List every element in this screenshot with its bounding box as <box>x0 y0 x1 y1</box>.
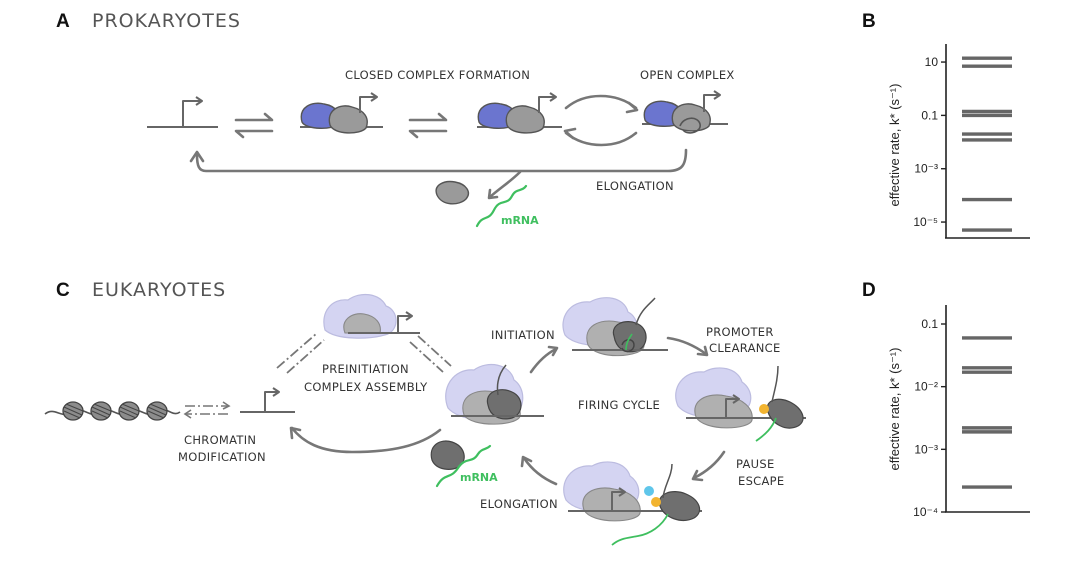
chromatin-label-line1: CHROMATIN <box>184 433 256 447</box>
chromatin-equilibrium-arrows <box>183 401 231 419</box>
panel-d-tick-label: 0.1 <box>921 317 938 331</box>
panel-d-y-axis-label: effective rate, k* (s⁻¹) <box>887 348 902 471</box>
nucleosome <box>146 401 168 421</box>
panel-a-letter: A <box>56 11 70 32</box>
promoter-clearance-line1: PROMOTER <box>706 325 774 339</box>
prokaryote-mrna-label: mRNA <box>501 214 539 227</box>
panel-d: D effective rate, k* (s⁻¹) 0.1 10⁻² 10⁻³ 10… <box>862 280 1030 519</box>
preinitiation-label-line2: COMPLEX ASSEMBLY <box>304 380 428 394</box>
panel-d-rate-lines <box>962 336 1012 489</box>
initiated-complex <box>562 297 668 357</box>
escaping-complex <box>563 461 702 546</box>
initiation-arrow <box>529 347 558 374</box>
dna-bubble <box>679 117 701 134</box>
rna-polymerase <box>328 105 368 134</box>
eukaryote-mrna-strand <box>435 444 492 488</box>
pause-factor <box>759 404 769 414</box>
panel-d-tick-label: 10⁻³ <box>914 442 938 456</box>
eukaryote-elongation-arrow <box>522 456 558 486</box>
panel-d-tick-label: 10⁻² <box>914 380 938 394</box>
free-promoter <box>147 96 218 128</box>
eukaryote-elongation-label: ELONGATION <box>480 497 558 511</box>
panel-d-tick-label: 10⁻⁴ <box>913 505 938 519</box>
eukaryote-mrna-label: mRNA <box>460 471 498 484</box>
panel-d-ticks: 0.1 10⁻² 10⁻³ 10⁻⁴ <box>913 317 946 519</box>
assembly-arrows-left <box>276 333 325 374</box>
promoter-arrowhead <box>195 96 203 106</box>
equilibrium-arrows-2 <box>408 112 448 139</box>
pause-escape-line2: ESCAPE <box>738 474 784 488</box>
nucleosome <box>118 401 140 421</box>
released-polymerase <box>435 180 470 205</box>
pic-with-polymerase <box>445 363 544 425</box>
panel-b-letter: B <box>862 11 876 32</box>
panel-a: A PROKARYOTES CLOSED COMPLEX FORMATION O… <box>56 10 735 228</box>
panel-d-letter: D <box>862 280 876 301</box>
closed-complex-2 <box>477 92 562 134</box>
isomerization-reverse-arrow <box>564 131 638 147</box>
open-complex <box>642 90 728 134</box>
chromatin-modification-arrow <box>290 426 442 454</box>
panel-b-rate-lines <box>962 56 1012 232</box>
panel-b: B effective rate, k* (s⁻¹) 10 0.1 10⁻³ 10⁻⁵ <box>862 11 1030 239</box>
panel-b-tick-label: 10⁻³ <box>914 162 938 176</box>
chromatin-nucleosomes <box>44 401 181 421</box>
isomerization-forward-arrow <box>564 94 638 110</box>
panel-b-ticks: 10 0.1 10⁻³ 10⁻⁵ <box>913 55 946 229</box>
promoter-clearance-arrow <box>666 336 708 356</box>
chromatin-label-line2: MODIFICATION <box>178 450 266 464</box>
closed-complex-label: CLOSED COMPLEX FORMATION <box>345 68 530 82</box>
panel-b-tick-label: 10 <box>925 55 939 69</box>
prokaryote-elongation-label: ELONGATION <box>596 179 674 193</box>
promoter-arrow <box>703 94 718 112</box>
panel-a-title: PROKARYOTES <box>92 10 241 32</box>
nucleosome <box>62 401 84 421</box>
panel-b-y-axis-label: effective rate, k* (s⁻¹) <box>887 84 902 207</box>
release-arrow <box>488 170 522 199</box>
nucleosome <box>90 401 112 421</box>
promoter-arrow <box>538 96 554 113</box>
preinitiation-label-line1: PREINITIATION <box>322 362 409 376</box>
panel-c-letter: C <box>56 280 70 301</box>
firing-cycle-label: FIRING CYCLE <box>578 398 660 412</box>
initiation-label: INITIATION <box>491 328 555 342</box>
assembly-arrows-right <box>409 335 452 373</box>
preinitiation-complex <box>323 293 420 339</box>
promoter-arrow <box>182 100 200 127</box>
elongation-factor <box>644 486 654 496</box>
rna-polymerase <box>505 105 545 134</box>
closed-complex-1 <box>300 92 383 134</box>
open-complex-label: OPEN COMPLEX <box>640 68 735 82</box>
panel-b-tick-label: 0.1 <box>921 108 938 122</box>
promoter-arrow <box>359 96 375 113</box>
panel-c-title: EUKARYOTES <box>92 279 226 301</box>
equilibrium-arrows-1 <box>234 112 274 139</box>
prokaryote-mrna-strand <box>475 184 528 228</box>
pause-escape-line1: PAUSE <box>736 457 775 471</box>
panel-c: C EUKARYOTES <box>44 279 806 546</box>
eukaryote-free-promoter <box>240 387 295 413</box>
pause-escape-arrow <box>692 450 726 480</box>
promoter-clearance-line2: CLEARANCE <box>709 341 781 355</box>
reinitiation-return-arrow <box>195 148 688 173</box>
panel-b-tick-label: 10⁻⁵ <box>913 215 938 229</box>
paused-complex <box>675 365 806 442</box>
released-polymerase-ii <box>430 440 465 470</box>
pause-factor <box>651 497 661 507</box>
